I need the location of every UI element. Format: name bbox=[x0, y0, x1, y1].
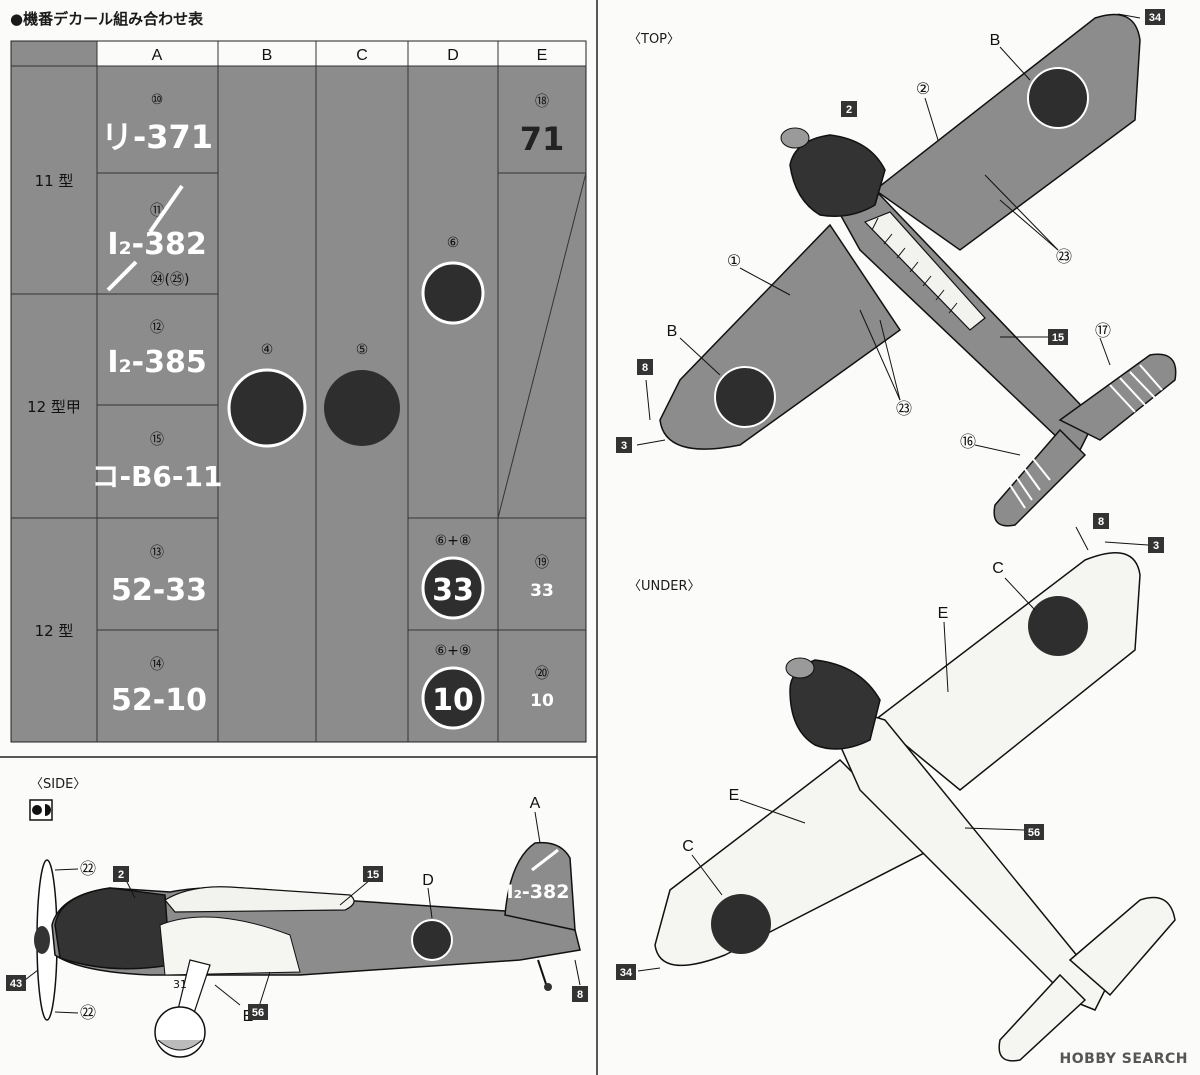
cell-d3-num: ⑥+⑧ bbox=[435, 533, 472, 549]
gear-number: 31 bbox=[173, 978, 187, 991]
label-22-bottom: ㉒ bbox=[80, 1003, 96, 1022]
box-8-under: 8 bbox=[1098, 516, 1104, 528]
box-2-side: 2 bbox=[118, 869, 124, 881]
hinomaru-d bbox=[421, 261, 485, 325]
label-c-lower: C bbox=[682, 838, 694, 855]
page-title: ●機番デカール組み合わせ表 bbox=[10, 10, 204, 28]
cell-a3-code: I₂-385 bbox=[107, 345, 206, 380]
cell-e3-val: 33 bbox=[530, 581, 554, 601]
label-17: ⑰ bbox=[1095, 321, 1111, 340]
hinomaru-d3 bbox=[421, 556, 485, 620]
row-header-11: 11 型 bbox=[35, 172, 74, 190]
box-56-side: 56 bbox=[252, 1007, 264, 1019]
label-e-top: E bbox=[938, 605, 949, 622]
cell-a4-num: ⑮ bbox=[150, 432, 164, 448]
decal-table: A B C D E 11 型 12 型甲 12 型 ⑩ リ-371 ⑪ I₂-3… bbox=[10, 40, 587, 743]
label-22-top: ㉒ bbox=[80, 859, 96, 878]
top-view: B B ② ① ㉓ ㉓ ⑰ ⑯ 2 8 3 15 34 bbox=[616, 9, 1177, 527]
cell-e4-val: 10 bbox=[530, 691, 554, 711]
box-43: 43 bbox=[10, 978, 22, 990]
cell-e1-val: 71 bbox=[520, 120, 565, 158]
label-23b: ㉓ bbox=[896, 399, 912, 418]
cell-a2-sub: ㉔(㉕) bbox=[151, 272, 190, 288]
hinomaru-d4 bbox=[421, 666, 485, 730]
side-view-label: 〈SIDE〉 bbox=[30, 777, 87, 792]
cell-c-num: ⑤ bbox=[356, 342, 369, 358]
col-header-a: A bbox=[152, 47, 163, 64]
cell-a6-num: ⑭ bbox=[150, 657, 164, 673]
box-56-under: 56 bbox=[1028, 827, 1040, 839]
row-header-12: 12 型 bbox=[35, 622, 74, 640]
label-b-top: B bbox=[990, 32, 1001, 49]
label-a: A bbox=[530, 795, 541, 812]
hinomaru-b bbox=[227, 368, 307, 448]
label-16: ⑯ bbox=[960, 432, 976, 451]
cell-d3-val: 33 bbox=[432, 573, 474, 608]
under-view-label: 〈UNDER〉 bbox=[628, 579, 701, 594]
box-8: 8 bbox=[642, 362, 648, 374]
cell-a4-code: コ-B6-11 bbox=[91, 460, 222, 493]
box-15: 15 bbox=[1052, 332, 1064, 344]
cell-a5-code: 52-33 bbox=[111, 573, 207, 608]
watermark: HOBBY SEARCH bbox=[1059, 1051, 1188, 1067]
col-header-d: D bbox=[447, 47, 459, 64]
box-15-side: 15 bbox=[367, 869, 379, 881]
cell-e4-num: ⑳ bbox=[535, 666, 549, 682]
col-header-b: B bbox=[262, 47, 273, 64]
label-1: ① bbox=[727, 251, 741, 270]
cell-e1-num: ⑱ bbox=[535, 94, 549, 110]
top-view-label: 〈TOP〉 bbox=[628, 32, 681, 47]
label-b-lower: B bbox=[667, 323, 678, 340]
label-d: D bbox=[422, 872, 434, 889]
box-34-top: 34 bbox=[1149, 12, 1162, 24]
box-3-under: 3 bbox=[1153, 540, 1159, 552]
col-header-c: C bbox=[356, 47, 368, 64]
box-8-side: 8 bbox=[577, 989, 583, 1001]
header-row bbox=[11, 41, 586, 66]
cell-a2-code: I₂-382 bbox=[107, 227, 206, 262]
label-2-top: ② bbox=[916, 79, 930, 98]
cell-b-num: ④ bbox=[261, 342, 274, 358]
label-23a: ㉓ bbox=[1056, 247, 1072, 266]
cell-e3-num: ⑲ bbox=[535, 555, 549, 571]
box-2: 2 bbox=[846, 104, 852, 116]
cell-a1-num: ⑩ bbox=[151, 92, 164, 108]
side-view: I₂-382 31 bbox=[6, 795, 588, 1058]
cell-a3-num: ⑫ bbox=[150, 320, 164, 336]
cell-a1-code: リ-371 bbox=[101, 118, 213, 156]
box-3: 3 bbox=[621, 440, 627, 452]
tail-code: I₂-382 bbox=[507, 881, 570, 903]
under-view: C C E E 8 3 56 34 bbox=[616, 513, 1176, 1062]
hinomaru-c bbox=[324, 370, 400, 446]
label-c-top: C bbox=[992, 560, 1004, 577]
cell-a6-code: 52-10 bbox=[111, 683, 207, 718]
cell-d-num: ⑥ bbox=[447, 235, 460, 251]
cell-a5-num: ⑬ bbox=[150, 545, 164, 561]
cell-d4-num: ⑥+⑨ bbox=[435, 643, 472, 659]
cell-d4-val: 10 bbox=[432, 683, 474, 718]
label-e-lower: E bbox=[729, 787, 740, 804]
row-header-12a: 12 型甲 bbox=[27, 398, 81, 416]
col-header-e: E bbox=[537, 47, 548, 64]
box-34-under: 34 bbox=[620, 967, 633, 979]
